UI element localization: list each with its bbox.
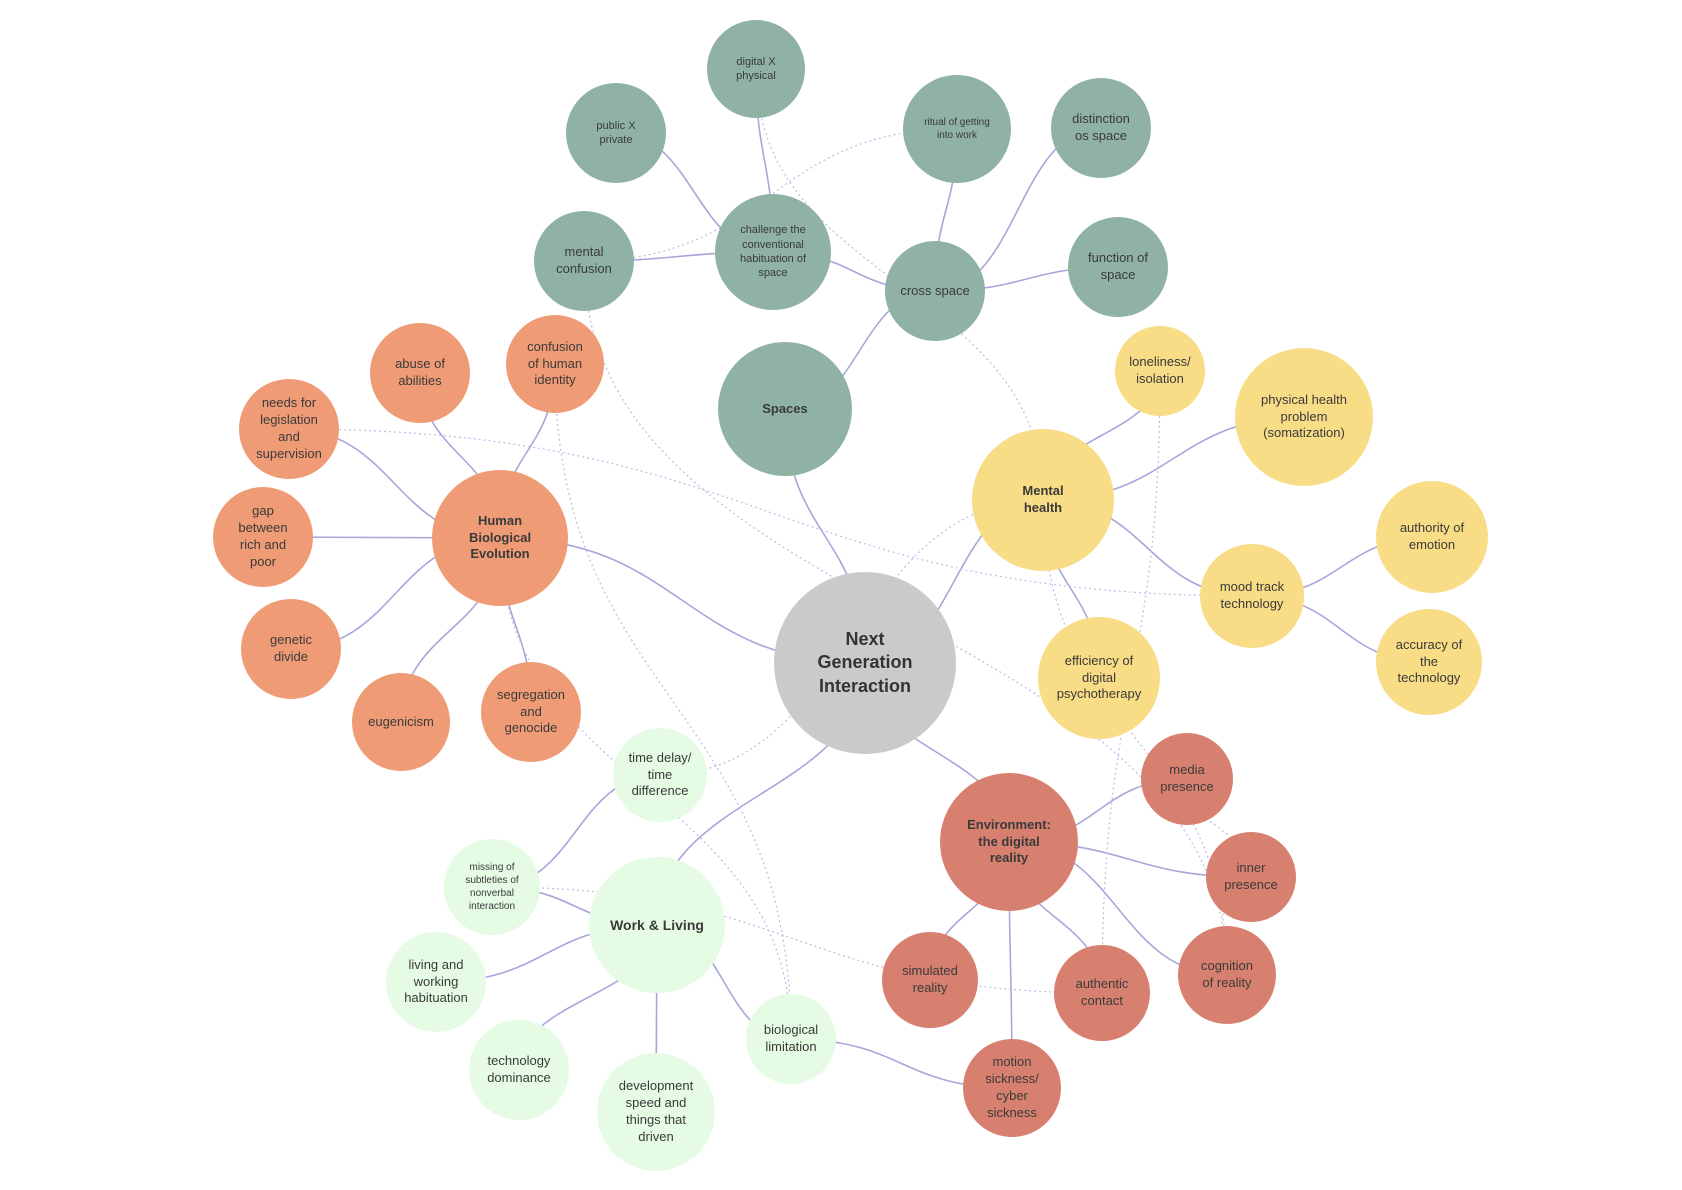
node-label-authentic: authentic contact (1075, 976, 1129, 1008)
node-label-living-working: living and working habituation (404, 956, 468, 1006)
link-missing-authentic (491, 886, 1103, 994)
node-label-authority: authority of emotion (1399, 520, 1465, 552)
node-label-mental-confusion: mental confusion (556, 244, 612, 276)
node-label-public-x-private: public X private (596, 119, 636, 146)
node-label-ritual: ritual of getting into work (924, 117, 990, 141)
node-function-space[interactable]: function of space (1068, 217, 1168, 317)
node-living-working[interactable]: living and working habituation (386, 932, 486, 1032)
node-ritual[interactable]: ritual of getting into work (903, 75, 1011, 183)
node-label-tech-dominance: technology dominance (487, 1053, 551, 1085)
node-simulated[interactable]: simulated reality (882, 932, 978, 1028)
node-mental[interactable]: Mental health (972, 429, 1114, 571)
node-label-confusion-identity: confusion of human identity (527, 338, 583, 388)
node-center[interactable]: Next Generation Interaction (774, 572, 956, 754)
node-label-motion: motion sickness/ cyber sickness (985, 1054, 1039, 1120)
node-legislation[interactable]: needs for legislation and supervision (239, 379, 339, 479)
node-gap[interactable]: gap between rich and poor (213, 487, 313, 587)
node-label-cross-space: cross space (900, 282, 970, 298)
node-label-gap: gap between rich and poor (238, 503, 288, 569)
node-cognition[interactable]: cognition of reality (1178, 926, 1276, 1024)
node-label-genetic: genetic divide (270, 632, 312, 664)
node-tech-dominance[interactable]: technology dominance (469, 1020, 569, 1120)
node-mood-track[interactable]: mood track technology (1200, 544, 1304, 648)
node-physical-health[interactable]: physical health problem (somatization) (1235, 348, 1373, 486)
node-label-spaces: Spaces (762, 400, 808, 416)
node-authority[interactable]: authority of emotion (1376, 481, 1488, 593)
node-label-mental: Mental health (1022, 483, 1064, 515)
node-label-simulated: simulated reality (902, 963, 958, 995)
node-label-legislation: needs for legislation and supervision (256, 395, 322, 461)
node-environment[interactable]: Environment: the digital reality (940, 773, 1078, 911)
node-inner-presence[interactable]: inner presence (1206, 832, 1296, 922)
node-label-center: Next Generation Interaction (817, 628, 913, 696)
node-confusion-identity[interactable]: confusion of human identity (506, 315, 604, 413)
node-label-development: development speed and things that driven (618, 1078, 694, 1144)
node-work[interactable]: Work & Living (589, 857, 725, 993)
link-time-delay-mental (659, 499, 1044, 776)
node-segregation[interactable]: segregation and genocide (481, 662, 581, 762)
node-label-work: Work & Living (610, 916, 704, 933)
node-label-mood-track: mood track technology (1219, 579, 1285, 611)
node-label-missing: missing of subtleties of nonverbal inter… (465, 862, 519, 912)
node-development[interactable]: development speed and things that driven (597, 1053, 715, 1171)
node-bio-limitation[interactable]: biological limitation (746, 994, 836, 1084)
node-digital-x-physical[interactable]: digital X physical (707, 20, 805, 118)
node-label-challenge: challenge the conventional habituation o… (739, 224, 807, 280)
link-loneliness-authentic (1101, 370, 1161, 994)
node-distinction[interactable]: distinction os space (1051, 78, 1151, 178)
node-public-x-private[interactable]: public X private (566, 83, 666, 183)
node-label-function-space: function of space (1088, 250, 1148, 282)
node-spaces[interactable]: Spaces (718, 342, 852, 476)
node-label-time-delay: time delay/ time difference (628, 749, 692, 799)
node-genetic[interactable]: genetic divide (241, 599, 341, 699)
link-confusion-identity-bio-limitation (554, 363, 792, 1040)
node-label-efficiency: efficiency of digital psychotherapy (1056, 652, 1142, 702)
node-label-media-presence: media presence (1160, 762, 1214, 794)
node-accuracy[interactable]: accuracy of the technology (1376, 609, 1482, 715)
node-challenge[interactable]: challenge the conventional habituation o… (715, 194, 831, 310)
node-cross-space[interactable]: cross space (885, 241, 985, 341)
node-label-bio-limitation: biological limitation (763, 1022, 819, 1054)
node-mental-confusion[interactable]: mental confusion (534, 211, 634, 311)
node-label-distinction: distinction os space (1072, 111, 1130, 143)
node-abuse[interactable]: abuse of abilities (370, 323, 470, 423)
node-time-delay[interactable]: time delay/ time difference (613, 728, 707, 822)
node-loneliness[interactable]: loneliness/ isolation (1115, 326, 1205, 416)
node-label-cognition: cognition of reality (1200, 958, 1254, 990)
node-label-accuracy: accuracy of the technology (1395, 636, 1463, 686)
node-authentic[interactable]: authentic contact (1054, 945, 1150, 1041)
link-mental-cognition (1042, 499, 1228, 976)
node-motion[interactable]: motion sickness/ cyber sickness (963, 1039, 1061, 1137)
node-label-loneliness: loneliness/ isolation (1129, 354, 1191, 386)
node-label-physical-health: physical health problem (somatization) (1261, 391, 1347, 441)
node-efficiency[interactable]: efficiency of digital psychotherapy (1038, 617, 1160, 739)
node-label-environment: Environment: the digital reality (967, 816, 1051, 866)
node-label-eugenicism: eugenicism (368, 713, 434, 729)
link-legislation-mood-track (288, 428, 1253, 597)
node-label-segregation: segregation and genocide (497, 686, 565, 736)
node-label-digital-x-physical: digital X physical (736, 55, 776, 82)
node-label-inner-presence: inner presence (1224, 860, 1278, 892)
node-missing[interactable]: missing of subtleties of nonverbal inter… (444, 839, 540, 935)
node-human[interactable]: Human Biological Evolution (432, 470, 568, 606)
node-label-abuse: abuse of abilities (395, 356, 445, 388)
node-eugenicism[interactable]: eugenicism (352, 673, 450, 771)
node-label-human: Human Biological Evolution (468, 512, 532, 562)
node-media-presence[interactable]: media presence (1141, 733, 1233, 825)
